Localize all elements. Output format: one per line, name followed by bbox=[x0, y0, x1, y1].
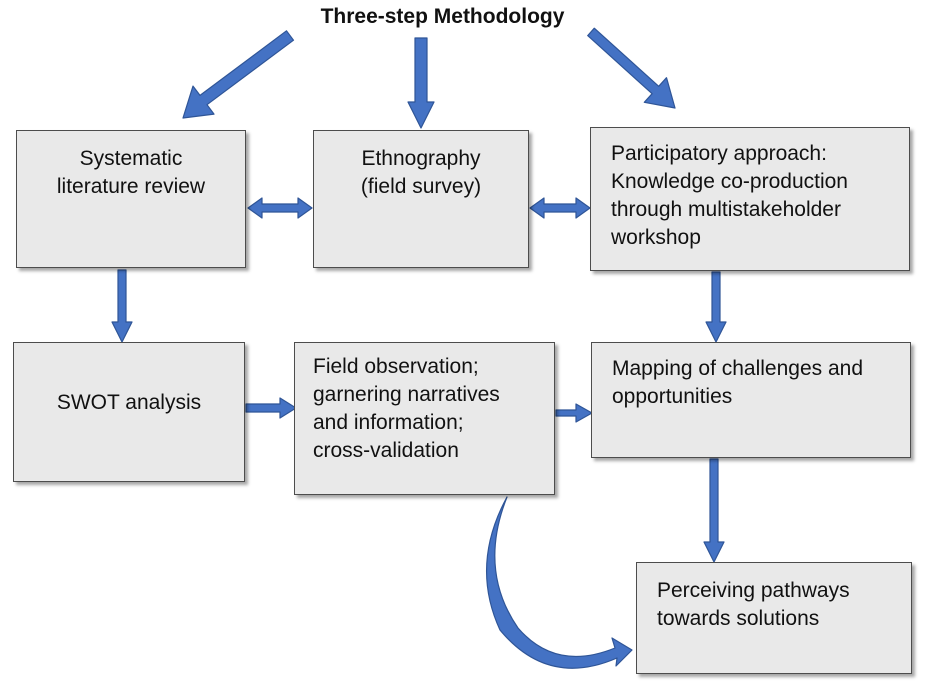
mapping-line-1: Mapping of challenges and bbox=[612, 357, 864, 380]
participatory-line-4: workshop bbox=[611, 226, 701, 249]
swot-analysis-box: SWOT analysis bbox=[13, 342, 245, 482]
swot-line-1: SWOT analysis bbox=[56, 391, 202, 414]
arrow-field-to-mapping bbox=[555, 403, 593, 423]
ethnography-line-2: (field survey) bbox=[360, 175, 482, 198]
pathways-line-2: towards solutions bbox=[657, 607, 820, 630]
arrow-field-to-pathways-curved bbox=[486, 496, 633, 669]
diagram-title: Three-step Methodology bbox=[320, 5, 565, 28]
arrow-systematic-to-swot bbox=[111, 269, 133, 343]
systematic-review-line-2: literature review bbox=[56, 175, 206, 198]
arrow-swot-to-field bbox=[245, 397, 297, 419]
participatory-line-1: Participatory approach: bbox=[611, 142, 827, 165]
field-observation-box: Field observation; garnering narratives … bbox=[294, 342, 555, 495]
arrow-mapping-to-pathways bbox=[703, 458, 725, 563]
mapping-line-2: opportunities bbox=[612, 385, 733, 408]
mapping-box: Mapping of challenges and opportunities bbox=[591, 342, 911, 458]
arrow-participatory-to-mapping bbox=[705, 271, 727, 343]
field-observation-line-1: Field observation; bbox=[313, 355, 479, 378]
field-observation-line-4: cross-validation bbox=[313, 439, 459, 462]
ethnography-line-1: Ethnography bbox=[361, 147, 481, 170]
arrow-title-to-ethnography bbox=[407, 37, 435, 129]
field-observation-line-2: garnering narratives bbox=[313, 383, 500, 406]
systematic-review-line-1: Systematic bbox=[79, 147, 183, 170]
arrow-title-to-participatory bbox=[587, 27, 676, 109]
arrow-title-to-systematic-review bbox=[182, 30, 295, 119]
pathways-line-1: Perceiving pathways bbox=[657, 579, 850, 602]
systematic-review-box: Systematic literature review bbox=[16, 130, 246, 268]
arrow-systematic-ethnography bbox=[247, 197, 313, 219]
ethnography-box: Ethnography (field survey) bbox=[313, 130, 529, 268]
participatory-approach-box: Participatory approach: Knowledge co-pro… bbox=[590, 127, 910, 271]
participatory-line-2: Knowledge co-production bbox=[611, 170, 848, 193]
field-observation-line-3: and information; bbox=[313, 411, 464, 434]
participatory-line-3: through multistakeholder bbox=[611, 198, 841, 221]
pathways-box: Perceiving pathways towards solutions bbox=[636, 562, 912, 674]
arrow-ethnography-participatory bbox=[529, 197, 591, 219]
